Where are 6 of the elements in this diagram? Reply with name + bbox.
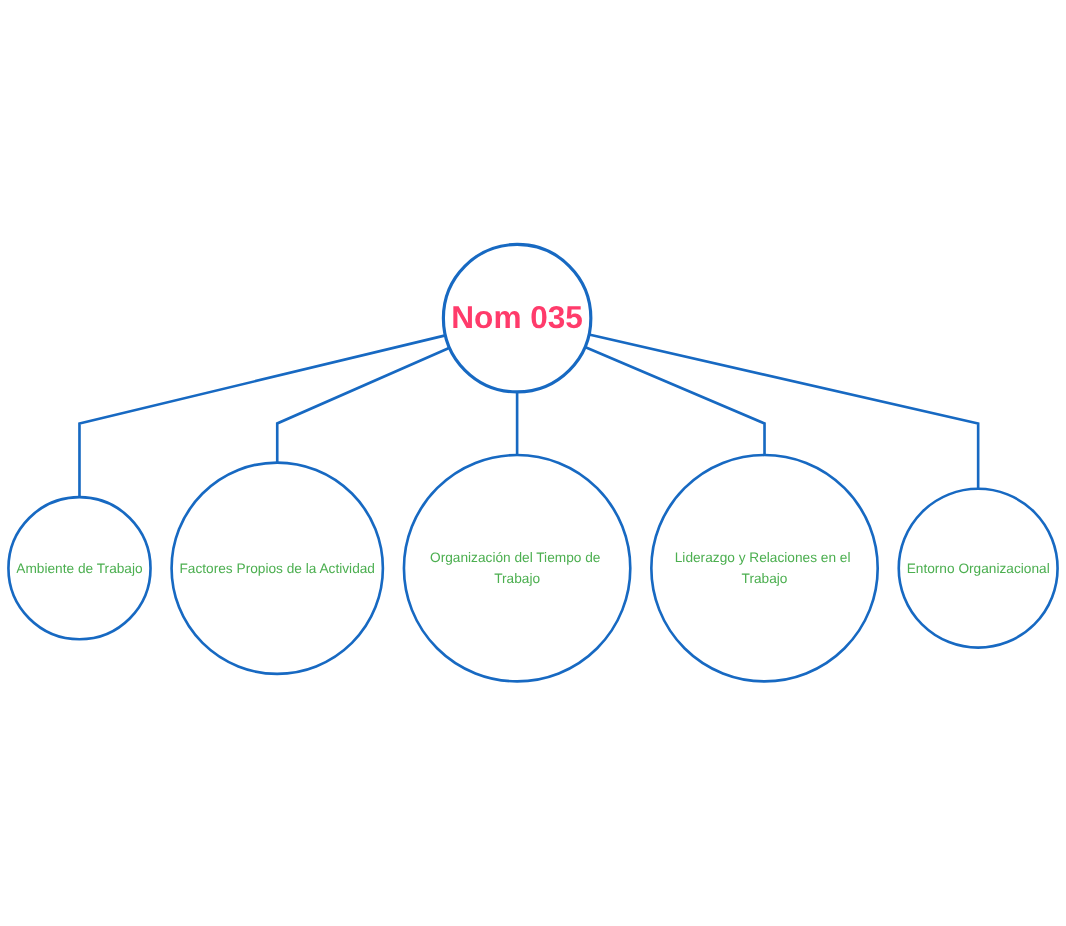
connector	[515, 391, 519, 456]
connector	[275, 346, 451, 463]
connector	[78, 334, 446, 498]
node-circle: Nom 035	[441, 242, 593, 394]
connector	[588, 333, 980, 489]
connector	[584, 345, 766, 456]
